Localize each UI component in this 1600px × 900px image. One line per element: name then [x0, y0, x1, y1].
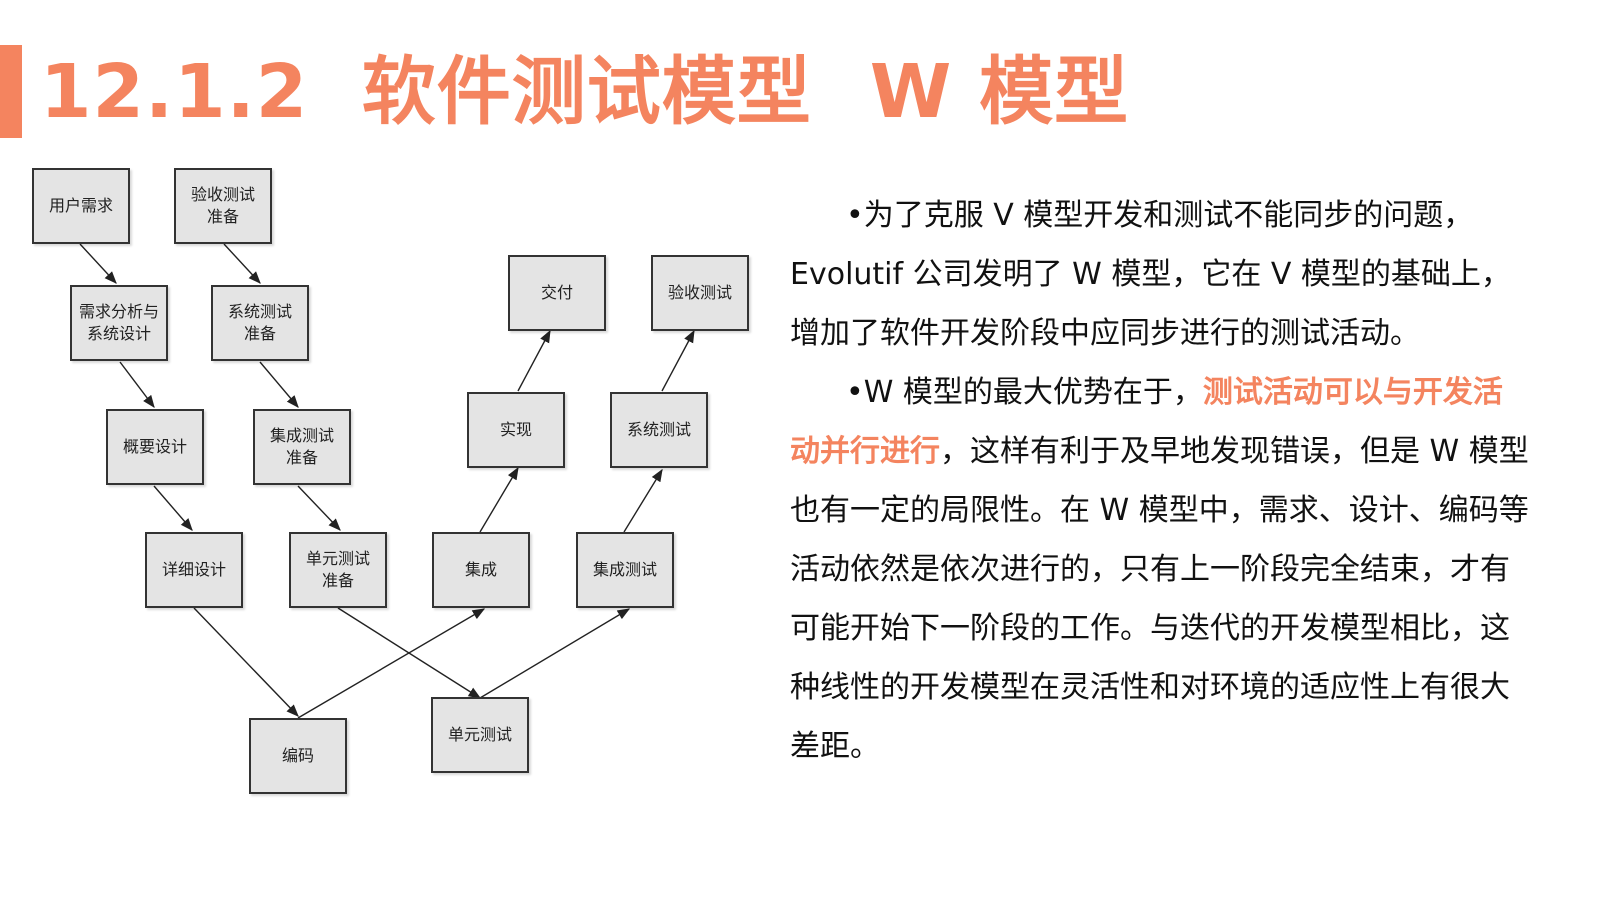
- paragraph-1: •为了克服 V 模型开发和测试不能同步的问题，Evolutif 公司发明了 W …: [790, 198, 1511, 351]
- box-overview-design: 概要设计: [106, 409, 204, 485]
- box-unit-test-prep: 单元测试 准备: [289, 532, 387, 608]
- title-number: 12.1.2: [40, 49, 309, 135]
- box-integration-test: 集成测试: [576, 532, 674, 608]
- title-main: 软件测试模型: [361, 49, 812, 135]
- slide-title: 12.1.2 软件测试模型 W 模型: [40, 42, 1129, 142]
- paragraph-2-highlight: 测试活动可以与开发活动并行进行: [790, 375, 1503, 469]
- box-unit-test: 单元测试: [431, 697, 529, 773]
- box-user-requirements: 用户需求: [32, 168, 130, 244]
- box-system-test-prep: 系统测试 准备: [211, 285, 309, 361]
- box-coding: 编码: [249, 718, 347, 794]
- box-delivery: 交付: [508, 255, 606, 331]
- box-requirements-analysis: 需求分析与 系统设计: [70, 285, 168, 361]
- arrow-integration-to-implementation: [479, 466, 519, 533]
- description-text: •为了克服 V 模型开发和测试不能同步的问题，Evolutif 公司发明了 W …: [790, 186, 1530, 776]
- paragraph-2-intro: •W 模型的最大优势在于，: [846, 375, 1203, 410]
- w-model-diagram: 用户需求 验收测试 准备 需求分析与 系统设计 系统测试 准备 交付 验收测试 …: [32, 168, 780, 818]
- title-accent-bar: [0, 45, 22, 138]
- box-acceptance-test: 验收测试: [651, 255, 749, 331]
- arrow-overview-design-to-detailed-design: [153, 485, 193, 531]
- arrow-unit-test-to-integration-test: [479, 608, 631, 699]
- arrow-acceptance-prep-to-system-test-prep: [223, 243, 261, 284]
- arrow-system-test-prep-to-integration-test-prep: [259, 361, 299, 408]
- box-system-test: 系统测试: [610, 392, 708, 468]
- arrow-integration-test-to-system-test: [623, 468, 663, 533]
- box-implementation: 实现: [467, 392, 565, 468]
- arrow-system-test-to-acceptance-test: [661, 329, 695, 392]
- arrow-req-analysis-to-overview-design: [119, 361, 155, 409]
- arrow-implementation-to-delivery: [517, 329, 551, 392]
- title-sub: W 模型: [869, 49, 1130, 135]
- box-detailed-design: 详细设计: [145, 532, 243, 608]
- paragraph-2: •W 模型的最大优势在于，测试活动可以与开发活动并行进行，这样有利于及早地发现错…: [790, 363, 1530, 776]
- box-acceptance-test-prep: 验收测试 准备: [174, 168, 272, 244]
- arrow-detailed-design-to-coding: [193, 607, 299, 717]
- arrow-coding-to-integration: [297, 608, 486, 719]
- box-integration-test-prep: 集成测试 准备: [253, 409, 351, 485]
- diagram-arrows: [79, 243, 695, 719]
- paragraph-2-rest: ，这样有利于及早地发现错误，但是 W 模型也有一定的局限性。在 W 模型中，需求…: [790, 434, 1529, 764]
- box-integration: 集成: [432, 532, 530, 608]
- arrow-integration-test-prep-to-unit-test-prep: [297, 485, 341, 531]
- arrow-user-req-to-req-analysis: [79, 243, 117, 284]
